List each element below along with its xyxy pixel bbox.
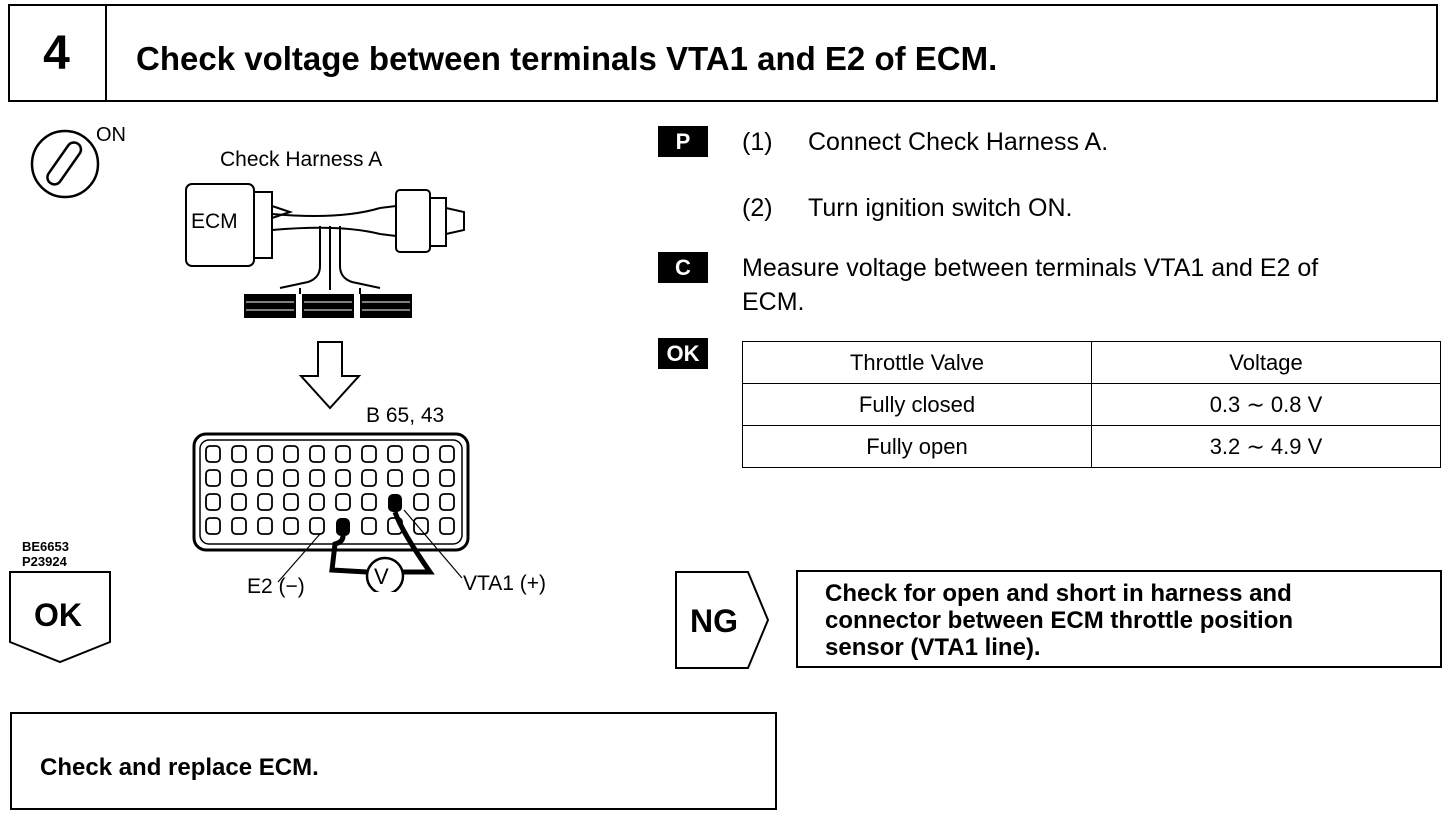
figure-code-1: BE6653 bbox=[22, 539, 69, 554]
step2-number: (2) bbox=[742, 194, 773, 222]
table-cell: 3.2 ∼ 4.9 V bbox=[1091, 425, 1441, 468]
check-harness-diagram bbox=[185, 183, 465, 318]
check-text-line2: ECM. bbox=[742, 288, 805, 316]
step1-number: (1) bbox=[742, 128, 773, 156]
ng-branch-badge bbox=[675, 571, 770, 669]
voltmeter-symbol: V bbox=[374, 564, 389, 589]
ok-spec-tag: OK bbox=[658, 338, 708, 369]
ok-action-text: Check and replace ECM. bbox=[40, 754, 319, 781]
table-header-cell: Throttle Valve bbox=[742, 341, 1092, 384]
ng-action-box: Check for open and short in harness and … bbox=[796, 570, 1442, 668]
figure-code-2: P23924 bbox=[22, 554, 67, 569]
step1-text: Connect Check Harness A. bbox=[808, 128, 1109, 156]
step-title: Check voltage between terminals VTA1 and… bbox=[136, 40, 998, 77]
ecm-label: ECM bbox=[191, 210, 238, 234]
connector-label: B 65, 43 bbox=[366, 404, 445, 427]
check-text-line1: Measure voltage between terminals VTA1 a… bbox=[742, 254, 1319, 282]
step2-text: Turn ignition switch ON. bbox=[808, 194, 1073, 222]
ng-branch-label: NG bbox=[690, 603, 738, 639]
ng-action-line: sensor (VTA1 line). bbox=[825, 634, 1041, 661]
step-number: 4 bbox=[8, 4, 107, 102]
ignition-switch-icon bbox=[30, 129, 100, 199]
table-header-row: Throttle Valve Voltage bbox=[742, 341, 1441, 384]
e2-terminal-label: E2 (−) bbox=[247, 575, 305, 598]
table-row: Fully closed 0.3 ∼ 0.8 V bbox=[742, 383, 1441, 426]
table-cell: Fully closed bbox=[742, 383, 1092, 426]
ok-branch-badge bbox=[9, 571, 111, 664]
table-cell: 0.3 ∼ 0.8 V bbox=[1091, 383, 1441, 426]
ecm-connector-diagram bbox=[192, 432, 470, 592]
ng-action-line: connector between ECM throttle position bbox=[825, 607, 1294, 634]
check-tag: C bbox=[658, 252, 708, 283]
harness-label: Check Harness A bbox=[220, 148, 383, 171]
vta1-terminal-label: VTA1 (+) bbox=[463, 572, 547, 595]
step-header-box bbox=[8, 4, 1438, 102]
table-row: Fully open 3.2 ∼ 4.9 V bbox=[742, 425, 1441, 468]
ignition-on-label: ON bbox=[96, 124, 126, 146]
table-header-cell: Voltage bbox=[1091, 341, 1441, 384]
down-arrow-icon bbox=[298, 341, 362, 410]
ok-branch-label: OK bbox=[34, 597, 82, 633]
ng-action-line: Check for open and short in harness and bbox=[825, 580, 1292, 607]
prep-tag: P bbox=[658, 126, 708, 157]
ok-action-box: Check and replace ECM. bbox=[10, 712, 777, 810]
voltage-spec-table: Throttle Valve Voltage Fully closed 0.3 … bbox=[742, 341, 1441, 468]
table-cell: Fully open bbox=[742, 425, 1092, 468]
